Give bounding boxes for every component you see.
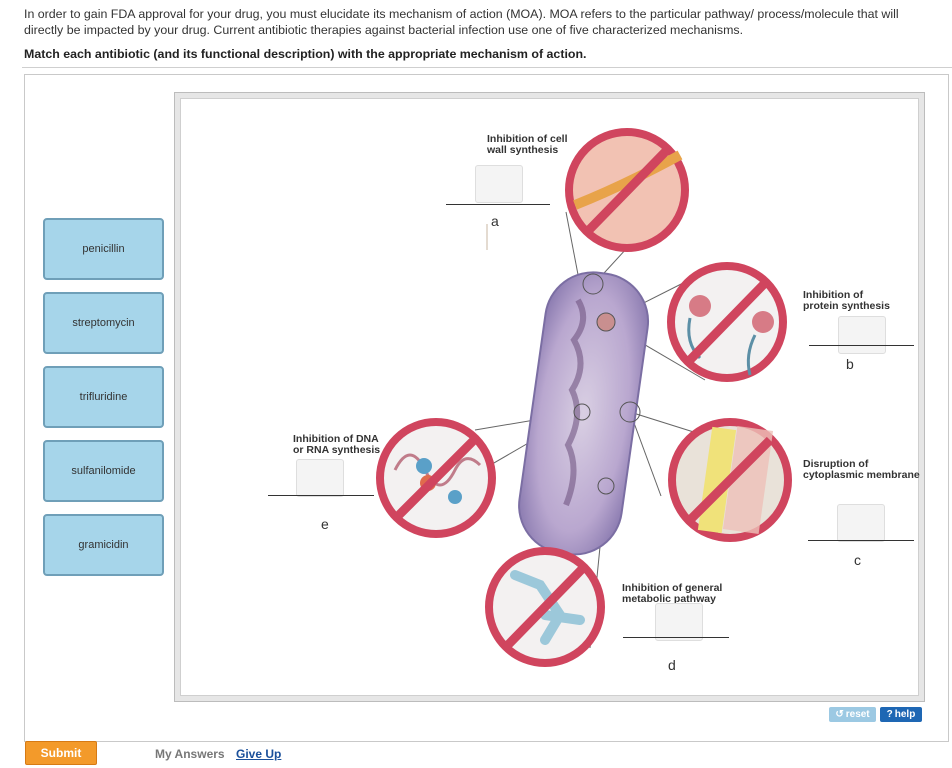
- chip-gramicidin[interactable]: gramicidin: [43, 514, 164, 576]
- drop-target-a[interactable]: [475, 165, 523, 203]
- drop-target-d[interactable]: [655, 603, 703, 641]
- chip-streptomycin[interactable]: streptomycin: [43, 292, 164, 354]
- chip-penicillin[interactable]: penicillin: [43, 218, 164, 280]
- chip-label: penicillin: [82, 243, 125, 255]
- prohibit-membrane-icon: [668, 418, 792, 542]
- target-letter-a: a: [491, 213, 499, 229]
- give-up-link[interactable]: Give Up: [236, 747, 282, 761]
- target-letter-e: e: [321, 516, 329, 532]
- target-letter-d: d: [668, 657, 676, 673]
- submit-button[interactable]: Submit: [25, 741, 97, 765]
- drop-target-b[interactable]: [838, 316, 886, 354]
- my-answers-label: My Answers: [155, 747, 225, 761]
- drop-target-e[interactable]: [296, 459, 344, 497]
- instruction-text: Match each antibiotic (and its functiona…: [24, 47, 587, 61]
- prohibit-metabolic-icon: [485, 547, 605, 667]
- reset-label: reset: [845, 709, 870, 720]
- answer-line-e: [268, 495, 374, 496]
- chip-label: streptomycin: [72, 317, 135, 329]
- prohibit-protein-icon: [667, 262, 787, 382]
- chip-label: gramicidin: [78, 539, 129, 551]
- answer-line-b: [809, 345, 914, 346]
- help-label: help: [894, 709, 916, 720]
- help-button[interactable]: ?help: [880, 707, 922, 722]
- drop-target-c[interactable]: [837, 504, 885, 542]
- chip-trifluridine[interactable]: trifluridine: [43, 366, 164, 428]
- target-letter-b: b: [846, 356, 854, 372]
- divider: [22, 67, 952, 68]
- chip-sulfanilomide[interactable]: sulfanilomide: [43, 440, 164, 502]
- question-mark-icon: ?: [886, 709, 893, 720]
- prohibit-cell-wall-icon: [565, 128, 689, 252]
- undo-arrow-icon: ↺: [835, 709, 844, 720]
- prohibit-dna-icon: [376, 418, 496, 538]
- chip-label: trifluridine: [79, 391, 128, 403]
- answer-line-a: [446, 204, 550, 205]
- intro-text: In order to gain FDA approval for your d…: [24, 7, 899, 37]
- chip-label: sulfanilomide: [71, 465, 136, 477]
- target-letter-c: c: [854, 552, 861, 568]
- reset-button[interactable]: ↺reset: [829, 707, 876, 722]
- answer-line-c: [808, 540, 914, 541]
- answer-line-d: [623, 637, 729, 638]
